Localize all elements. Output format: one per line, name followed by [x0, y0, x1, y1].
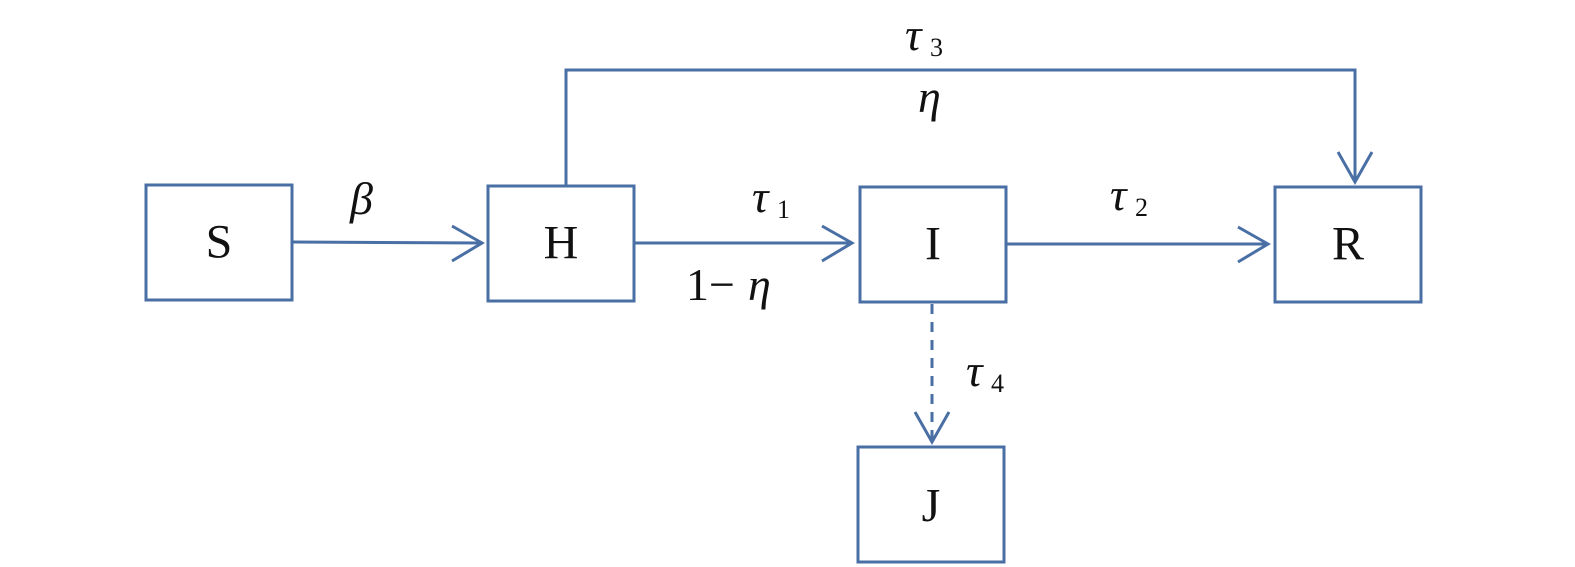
node-s: S: [144, 183, 294, 302]
arrow-head-icon: [913, 411, 951, 446]
edge-h-to-i: [634, 224, 855, 263]
edge-h-to-i-rate-subscript: 1: [777, 195, 790, 224]
edge-h-to-i-fraction: 1− η: [686, 259, 771, 310]
node-i-box: [858, 185, 1008, 304]
node-h-box: [486, 184, 636, 303]
edge-h-to-i-rate-symbol: τ: [752, 171, 770, 222]
node-r: R: [1273, 185, 1423, 304]
edge-i-to-j-rate-subscript: 4: [991, 369, 1004, 398]
edge-h-to-r-line: [564, 68, 1357, 188]
edge-h-to-r-fraction: η: [918, 71, 941, 122]
edge-i-to-j: [913, 304, 951, 446]
node-j: J: [856, 445, 1006, 564]
edge-i-to-r-rate: τ 2: [1110, 169, 1148, 222]
arrow-head-icon: [821, 224, 855, 263]
node-h-label: H: [544, 217, 579, 270]
node-h: H: [486, 184, 636, 303]
node-j-box: [856, 445, 1006, 564]
arrow-head-icon: [451, 224, 485, 263]
edge-h-to-r: [564, 68, 1374, 188]
edge-h-to-r-rate: τ 3: [905, 9, 943, 62]
node-s-label: S: [206, 216, 233, 269]
edge-s-to-h-rate: β: [349, 173, 373, 224]
edge-h-to-i-rate: τ 1: [752, 171, 790, 224]
edge-i-to-j-rate-symbol: τ: [966, 345, 984, 396]
node-j-label: J: [922, 480, 941, 533]
edge-i-to-j-rate: τ 4: [966, 345, 1004, 398]
node-i: I: [858, 185, 1008, 304]
edge-h-to-r-rate-subscript: 3: [930, 33, 943, 62]
edge-s-to-h: [291, 224, 485, 263]
edge-s-to-h-line: [291, 240, 483, 245]
edge-i-to-r: [1006, 225, 1271, 264]
edge-h-to-i-fraction-prefix: 1−: [686, 259, 735, 310]
arrow-head-icon: [1336, 151, 1374, 186]
node-i-label: I: [925, 218, 941, 271]
edge-i-to-r-rate-symbol: τ: [1110, 169, 1128, 220]
edge-h-to-i-fraction-symbol: η: [748, 259, 771, 310]
node-s-box: [144, 183, 294, 302]
edge-i-to-r-rate-subscript: 2: [1135, 193, 1148, 222]
arrow-head-icon: [1237, 225, 1271, 264]
edge-h-to-r-rate-symbol: τ: [905, 9, 923, 60]
node-r-label: R: [1332, 218, 1364, 271]
node-r-box: [1273, 185, 1423, 304]
